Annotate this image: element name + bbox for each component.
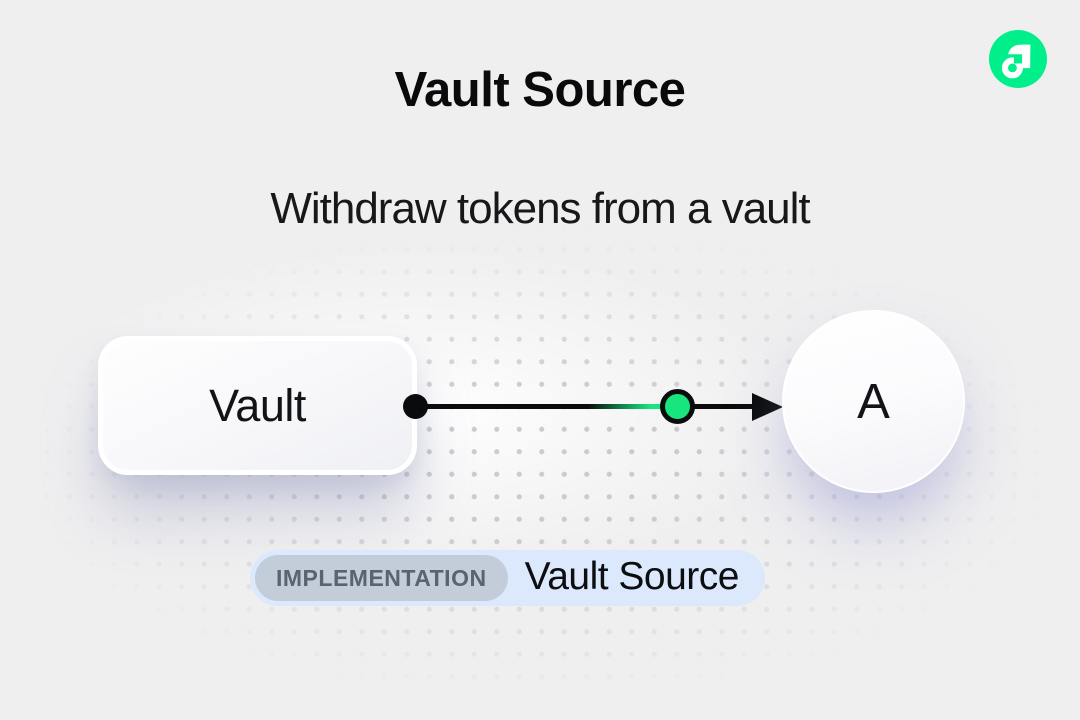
flow-logo-icon	[989, 30, 1047, 88]
edge-line-green-fade	[588, 404, 661, 409]
implementation-badge-title: Vault Source	[524, 555, 740, 598]
recipient-node: A	[782, 310, 965, 493]
page-subtitle: Withdraw tokens from a vault	[270, 184, 810, 233]
vault-node: Vault	[98, 336, 417, 475]
implementation-tag: IMPLEMENTATION	[255, 555, 508, 601]
vault-node-label: Vault	[209, 379, 306, 431]
implementation-badge: IMPLEMENTATION Vault Source	[250, 550, 765, 606]
recipient-node-label: A	[857, 374, 890, 429]
edge-line	[415, 404, 755, 409]
edge-arrowhead-icon	[752, 393, 783, 421]
page-title: Vault Source	[394, 63, 686, 117]
edge-token-marker	[660, 389, 695, 424]
